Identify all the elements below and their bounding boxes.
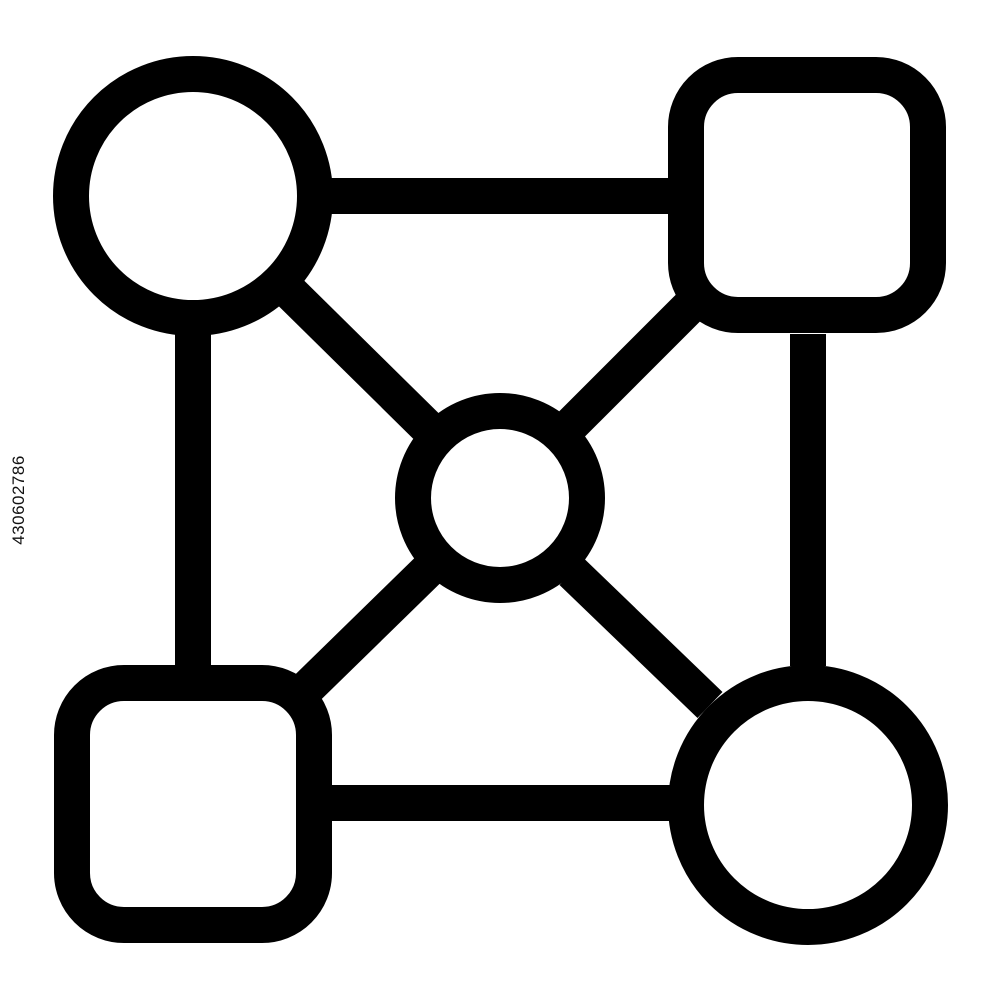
node-bottom-left-square — [54, 665, 332, 943]
spoke-bottom-left — [287, 557, 441, 708]
node-center-hub — [395, 393, 605, 603]
node-bottom-right-circle — [668, 665, 948, 945]
spoke-top-right — [557, 283, 713, 439]
spoke-top-left — [275, 277, 441, 441]
node-top-right-square — [668, 57, 946, 333]
spoke-bottom-right — [559, 559, 723, 718]
stock-id-label: 430602786 — [6, 0, 32, 1000]
stock-id-text: 430602786 — [9, 455, 28, 545]
node-top-left-circle — [53, 56, 333, 336]
